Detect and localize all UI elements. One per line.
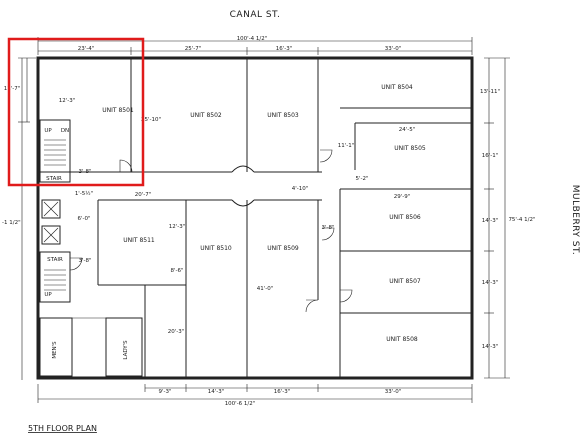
dim-29-9: 29'-9" [394, 194, 411, 200]
dim-right-5: 14'-3" [482, 344, 499, 350]
dim-left-total: -1 1/2" [2, 220, 21, 226]
dim-right-total: 75'-4 1/2" [508, 217, 535, 223]
stair-dn-label: DN [61, 128, 69, 134]
dim-3-8c: 3'-8" [321, 225, 334, 231]
dim-bottom-seg1: 9'-3" [158, 389, 171, 395]
core-labels: STAIR STAIR UP DN UP MEN'S LADY'S [44, 128, 129, 360]
dim-bottom-total: 100'-6 1/2" [225, 401, 256, 407]
left-dimensions: 11'-7" -1 1/2" [2, 57, 36, 380]
dim-25-10: 25'-10" [141, 117, 161, 123]
street-label-north: CANAL ST. [230, 10, 281, 20]
dim-right-4: 14'-3" [482, 280, 499, 286]
unit-8505-label: UNIT 8505 [394, 145, 426, 152]
dim-top-seg4: 33'-0" [385, 46, 402, 52]
dim-bottom-seg4: 33'-0" [385, 389, 402, 395]
interior-dimensions: 12'-3" 25'-10" 3'-8" 1'-5½" 20'-7" 6'-0"… [59, 98, 416, 335]
dim-top-total: 100'-4 1/2" [237, 36, 268, 42]
dim-3-8a: 3'-8" [78, 169, 91, 175]
unit-8510-label: UNIT 8510 [200, 245, 232, 252]
dim-20-3: 20'-3" [168, 329, 185, 335]
stair-label-south: STAIR [47, 257, 63, 263]
dim-bottom-seg3: 16'-3" [274, 389, 291, 395]
unit-8508-label: UNIT 8508 [386, 336, 418, 343]
dim-41-0: 41'-0" [257, 286, 274, 292]
dim-3-8b: 3'-8" [78, 258, 91, 264]
dim-right-1: 13'-11" [480, 89, 500, 95]
unit-8509-label: UNIT 8509 [267, 245, 299, 252]
unit-8502-label: UNIT 8502 [190, 112, 222, 119]
exterior-walls [36, 56, 474, 380]
unit-labels: UNIT 8501 UNIT 8502 UNIT 8503 UNIT 8504 … [102, 84, 426, 343]
dim-5-2: 5'-2" [355, 176, 368, 182]
unit-8501-label: UNIT 8501 [102, 107, 134, 114]
highlight-box [7, 37, 145, 187]
dim-1-5: 1'-5½" [75, 190, 93, 197]
stair-up-label-south: UP [44, 292, 52, 298]
street-label-east: MULBERRY ST. [570, 185, 580, 256]
stair-label-north: STAIR [46, 176, 62, 182]
mens-restroom-label: MEN'S [52, 341, 58, 359]
dim-24-5: 24'-5" [399, 127, 416, 133]
dim-right-2: 16'-1" [482, 153, 499, 159]
dim-11-1: 11'-1" [338, 143, 355, 149]
dim-top-seg1: 23'-4" [78, 46, 95, 52]
dim-right-3: 14'-3" [482, 218, 499, 224]
dim-20-7: 20'-7" [135, 192, 152, 198]
dim-top-seg2: 25'-7" [185, 46, 202, 52]
top-dimensions: 100'-4 1/2" 23'-4" 25'-7" 16'-3" 33'-0" [37, 36, 473, 55]
dim-6-0: 6'-0" [77, 216, 90, 222]
unit-8503-label: UNIT 8503 [267, 112, 299, 119]
dim-12-3b: 12'-3" [169, 224, 186, 230]
unit-8506-label: UNIT 8506 [389, 214, 421, 221]
right-dimensions: 13'-11" 16'-1" 14'-3" 14'-3" 14'-3" 75'-… [480, 57, 536, 379]
door-swings [69, 149, 353, 313]
unit-8504-label: UNIT 8504 [381, 84, 413, 91]
plan-title: 5TH FLOOR PLAN [28, 424, 97, 433]
unit-8507-label: UNIT 8507 [389, 278, 421, 285]
ladys-restroom-label: LADY'S [123, 340, 129, 360]
unit-8511-label: UNIT 8511 [123, 237, 155, 244]
dim-12-3: 12'-3" [59, 98, 76, 104]
dim-4-10: 4'-10" [292, 186, 309, 192]
dim-8-6: 8'-6" [170, 268, 183, 274]
stair-treads [44, 139, 66, 291]
stair-up-label: UP [44, 128, 52, 134]
dim-bottom-seg2: 14'-3" [208, 389, 225, 395]
dim-top-seg3: 16'-3" [276, 46, 293, 52]
dim-left-top: 11'-7" [4, 86, 21, 92]
interior-walls [38, 58, 472, 378]
bottom-dimensions: 9'-3" 14'-3" 16'-3" 33'-0" 100'-6 1/2" [37, 384, 473, 407]
